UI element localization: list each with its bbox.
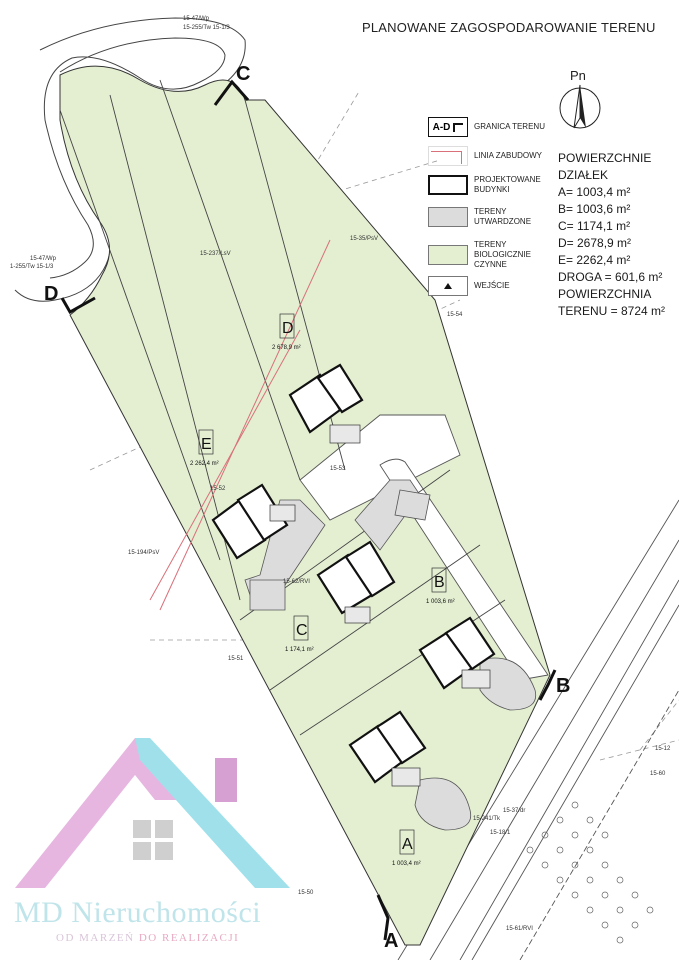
- svg-text:15-47/Wp: 15-47/Wp: [183, 16, 210, 22]
- buildings: [211, 363, 496, 784]
- legend-label-utwardzone: TERENY UTWARDZONE: [474, 207, 532, 226]
- svg-text:15-52: 15-52: [210, 486, 226, 492]
- area-d: D= 2678,9 m²: [558, 236, 632, 250]
- legend-label-budynki: PROJEKTOWANE BUDYNKI: [474, 175, 541, 194]
- building-lines: [149, 239, 331, 611]
- logo-tagline-b: DO REALIZACJI: [138, 932, 240, 944]
- section-markers: [60, 79, 557, 941]
- legend-swatch-granica: A-D: [428, 117, 468, 137]
- entrance-triangle-icon: [444, 283, 452, 289]
- svg-text:15-50: 15-50: [298, 890, 314, 896]
- plot-letter-b: B: [434, 574, 445, 591]
- hatched-area: [526, 801, 654, 944]
- area-total: TERENU = 8724 m²: [558, 304, 666, 318]
- logo-house: [15, 738, 290, 888]
- svg-text:15-51: 15-51: [228, 656, 244, 662]
- svg-text:15-53: 15-53: [330, 466, 346, 472]
- plot-labels: D 2 678,9 m² E 2 262,4 m² C 1 174,1 m² B…: [190, 313, 455, 867]
- svg-text:15-241/Tk: 15-241/Tk: [473, 816, 501, 822]
- plot-letter-d: D: [282, 320, 294, 337]
- terraces: [269, 424, 491, 787]
- area-droga: DROGA = 601,6 m²: [558, 270, 663, 284]
- compass-icon: [559, 84, 601, 129]
- section-marker-a: A: [384, 930, 398, 952]
- legend-label-wejscie: WEJŚCIE: [474, 281, 510, 290]
- svg-text:15-255/Tw 15-1/3: 15-255/Tw 15-1/3: [183, 25, 230, 31]
- svg-text:15-12: 15-12: [655, 746, 671, 752]
- legend-row-utwardzone: TERENY UTWARDZONE: [428, 207, 554, 227]
- plot-area-e: 2 262,4 m²: [190, 461, 219, 467]
- svg-text:15-60: 15-60: [650, 771, 666, 777]
- svg-text:15-47/Wp: 15-47/Wp: [30, 256, 57, 262]
- plan-title: PLANOWANE ZAGOSPODAROWANIE TERENU: [362, 20, 656, 35]
- legend-row-wejscie: WEJŚCIE: [428, 276, 554, 296]
- section-marker-c: C: [236, 63, 250, 85]
- area-b: B= 1003,6 m²: [558, 202, 631, 216]
- legend-swatch-utwardzone: [428, 207, 468, 227]
- legend-row-linia: LINIA ZABUDOWY: [428, 146, 554, 166]
- legend-row-budynki: PROJEKTOWANE BUDYNKI: [428, 175, 554, 195]
- areas-heading-2: DZIAŁEK: [558, 168, 609, 182]
- legend-label-linia: LINIA ZABUDOWY: [474, 151, 543, 160]
- parcel-labels: 15-47/Wp 15-255/Tw 15-1/3 15-237/LsV 15-…: [10, 16, 671, 932]
- river-boundary-inner: [43, 37, 226, 279]
- plot-area-c: 1 174,1 m²: [285, 647, 314, 653]
- svg-text:15-237/LsV: 15-237/LsV: [200, 251, 231, 257]
- legend-swatch-budynki: [428, 175, 468, 195]
- logo-name: MD Nieruchomości: [14, 896, 262, 929]
- svg-text:15-194/PsV: 15-194/PsV: [128, 550, 159, 556]
- compass-label: Pn: [570, 68, 586, 83]
- section-marker-d: D: [44, 283, 58, 305]
- plot-letter-e: E: [201, 436, 212, 453]
- logo-tagline: OD MARZEŃ DO REALIZACJI: [56, 932, 239, 944]
- plot-letter-a: A: [402, 836, 413, 853]
- legend-swatch-biologiczne: [428, 245, 468, 265]
- area-c: C= 1174,1 m²: [558, 219, 631, 233]
- area-a: A= 1003,4 m²: [558, 185, 631, 199]
- legend-label-granica: GRANICA TERENU: [474, 122, 545, 131]
- legend-swatch-linia: [428, 146, 468, 166]
- paved-areas: [244, 479, 537, 831]
- svg-text:15-18/1: 15-18/1: [490, 830, 511, 836]
- logo-tagline-a: OD MARZEŃ: [56, 932, 135, 944]
- legend-label-biologiczne: TERENY BIOLOGICZNIE CZYNNE: [474, 240, 531, 269]
- svg-text:15-62/RVI: 15-62/RVI: [283, 579, 310, 585]
- plot-area-b: 1 003,6 m²: [426, 599, 455, 605]
- internal-road: [299, 414, 461, 521]
- plot-area-d: 2 678,9 m²: [272, 345, 301, 351]
- svg-text:15-61/RVI: 15-61/RVI: [506, 926, 533, 932]
- plot-letter-c: C: [296, 622, 308, 639]
- svg-text:1-255/Tw 15-1/3: 1-255/Tw 15-1/3: [10, 264, 54, 270]
- plot-area-a: 1 003,4 m²: [392, 861, 421, 867]
- areas-summary: POWIERZCHNIE DZIAŁEK A= 1003,4 m² B= 100…: [558, 150, 665, 320]
- svg-text:15-54: 15-54: [447, 312, 463, 318]
- legend-row-biologiczne: TERENY BIOLOGICZNIE CZYNNE: [428, 240, 554, 270]
- section-marker-b: B: [556, 675, 570, 697]
- area-total-label: POWIERZCHNIA: [558, 287, 652, 301]
- svg-text:15-35/PsV: 15-35/PsV: [350, 236, 378, 242]
- svg-text:15-37/dr: 15-37/dr: [503, 808, 525, 814]
- areas-heading-1: POWIERZCHNIE: [558, 151, 652, 165]
- legend-swatch-wejscie: [428, 276, 468, 296]
- area-e: E= 2262,4 m²: [558, 253, 631, 267]
- legend-row-granica: A-D GRANICA TERENU: [428, 117, 554, 137]
